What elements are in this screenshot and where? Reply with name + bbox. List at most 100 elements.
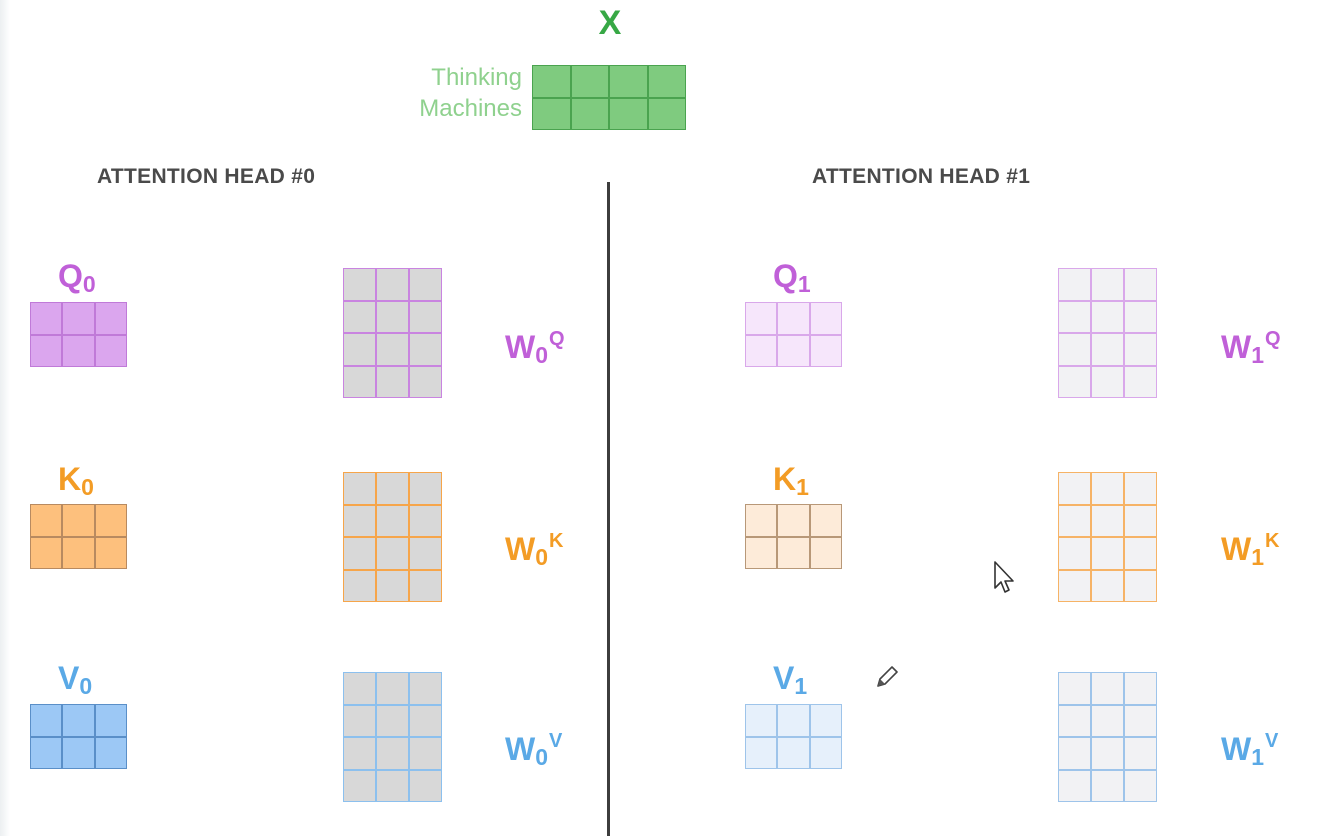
weight-matrix-cell	[1092, 505, 1123, 536]
head-1-q-label-sub: 1	[797, 271, 811, 297]
weight-matrix-cell	[1059, 334, 1090, 365]
weight-matrix-cell	[410, 673, 441, 704]
output-matrix-cell	[63, 505, 94, 536]
weight-matrix-cell	[1092, 770, 1123, 801]
weight-matrix-cell	[377, 505, 408, 536]
head-1-wk-label: W1K	[1221, 530, 1280, 569]
weight-matrix-cell	[410, 770, 441, 801]
weight-matrix-cell	[377, 366, 408, 397]
output-matrix-cell	[31, 335, 62, 366]
weight-matrix-cell	[377, 538, 408, 569]
weight-matrix-cell	[410, 705, 441, 736]
head-0-wv-label: W0V	[505, 731, 562, 769]
input-label: X	[598, 4, 622, 42]
head-1-wv-label-sup: V	[1265, 730, 1279, 752]
weight-matrix-cell	[377, 269, 408, 300]
head-0-wk-label-sup: K	[549, 530, 564, 552]
weight-matrix-cell	[344, 770, 375, 801]
head-0-q-matrix	[30, 302, 127, 367]
output-matrix-cell	[778, 737, 809, 768]
head-1-v-label: V1	[773, 660, 807, 698]
weight-matrix-cell	[344, 269, 375, 300]
weight-matrix-cell	[1125, 770, 1156, 801]
weight-matrix-cell	[1059, 505, 1090, 536]
head-1-q-label-base: Q	[773, 258, 798, 294]
output-matrix-cell	[95, 335, 126, 366]
weight-matrix-cell	[1125, 269, 1156, 300]
input-matrix-cell	[610, 66, 647, 97]
weight-matrix-cell	[1059, 673, 1090, 704]
head-0-title: ATTENTION HEAD #0	[97, 165, 316, 188]
output-matrix-cell	[31, 705, 62, 736]
head-0-v-label-base: V	[58, 660, 80, 696]
output-matrix-cell	[746, 537, 777, 568]
weight-matrix-cell	[344, 673, 375, 704]
output-matrix-cell	[778, 537, 809, 568]
weight-matrix-cell	[377, 570, 408, 601]
weight-matrix-cell	[410, 538, 441, 569]
head-0-v-matrix	[30, 704, 127, 769]
weight-matrix-cell	[344, 473, 375, 504]
head-0-k-label-base: K	[58, 461, 82, 497]
head-0-wk-label-sub: 0	[535, 544, 548, 570]
output-matrix-cell	[31, 737, 62, 768]
weight-matrix-cell	[1092, 301, 1123, 332]
head-0-k-matrix	[30, 504, 127, 569]
output-matrix-cell	[746, 303, 777, 334]
weight-matrix-cell	[410, 505, 441, 536]
weight-matrix-cell	[1125, 301, 1156, 332]
head-1-wv-label-sub: 1	[1251, 744, 1264, 770]
weight-matrix-cell	[410, 301, 441, 332]
input-matrix-cell	[533, 98, 570, 129]
weight-matrix-cell	[410, 269, 441, 300]
weight-matrix-cell	[1092, 570, 1123, 601]
weight-matrix-cell	[377, 705, 408, 736]
weight-matrix-cell	[1059, 738, 1090, 769]
head-1-wk-matrix	[1058, 472, 1157, 602]
weight-matrix-cell	[1092, 473, 1123, 504]
output-matrix-cell	[810, 705, 841, 736]
head-1-wq-label: W1Q	[1221, 328, 1281, 367]
weight-matrix-cell	[410, 570, 441, 601]
head-0-wq-label-sub: 0	[535, 342, 548, 368]
head-0-wv-label-base: W	[505, 731, 536, 767]
output-matrix-cell	[31, 303, 62, 334]
weight-matrix-cell	[410, 366, 441, 397]
head-0-v-label-sub: 0	[79, 673, 93, 699]
output-matrix-cell	[810, 335, 841, 366]
weight-matrix-cell	[1059, 473, 1090, 504]
head-1-k-label-base: K	[773, 461, 797, 497]
weight-matrix-cell	[1059, 538, 1090, 569]
weight-matrix-cell	[1125, 705, 1156, 736]
head-0-k-label-sub: 0	[81, 474, 94, 500]
weight-matrix-cell	[1125, 570, 1156, 601]
head-1-wq-label-sup: Q	[1265, 328, 1281, 350]
weight-matrix-cell	[1125, 538, 1156, 569]
weight-matrix-cell	[377, 738, 408, 769]
output-matrix-cell	[63, 705, 94, 736]
head-0-wq-label-sup: Q	[549, 328, 565, 350]
head-0-k-label: K0	[58, 461, 94, 500]
weight-matrix-cell	[1125, 473, 1156, 504]
input-matrix-cell	[648, 66, 685, 97]
head-1-wv-label-base: W	[1221, 731, 1252, 767]
head-1-wk-label-sup: K	[1265, 530, 1280, 552]
output-matrix-cell	[810, 537, 841, 568]
input-matrix-cell	[571, 66, 608, 97]
weight-matrix-cell	[1125, 334, 1156, 365]
head-1-wq-matrix	[1058, 268, 1157, 398]
input-matrix-cell	[533, 66, 570, 97]
weight-matrix-cell	[1059, 705, 1090, 736]
weight-matrix-cell	[1092, 705, 1123, 736]
weight-matrix-cell	[410, 334, 441, 365]
output-matrix-cell	[63, 335, 94, 366]
input-word-machines: Machines	[419, 95, 522, 122]
output-matrix-cell	[746, 505, 777, 536]
weight-matrix-cell	[1092, 269, 1123, 300]
weight-matrix-cell	[377, 673, 408, 704]
weight-matrix-cell	[1125, 673, 1156, 704]
output-matrix-cell	[778, 505, 809, 536]
weight-matrix-cell	[1059, 570, 1090, 601]
input-matrix-cell	[610, 98, 647, 129]
output-matrix-cell	[95, 303, 126, 334]
